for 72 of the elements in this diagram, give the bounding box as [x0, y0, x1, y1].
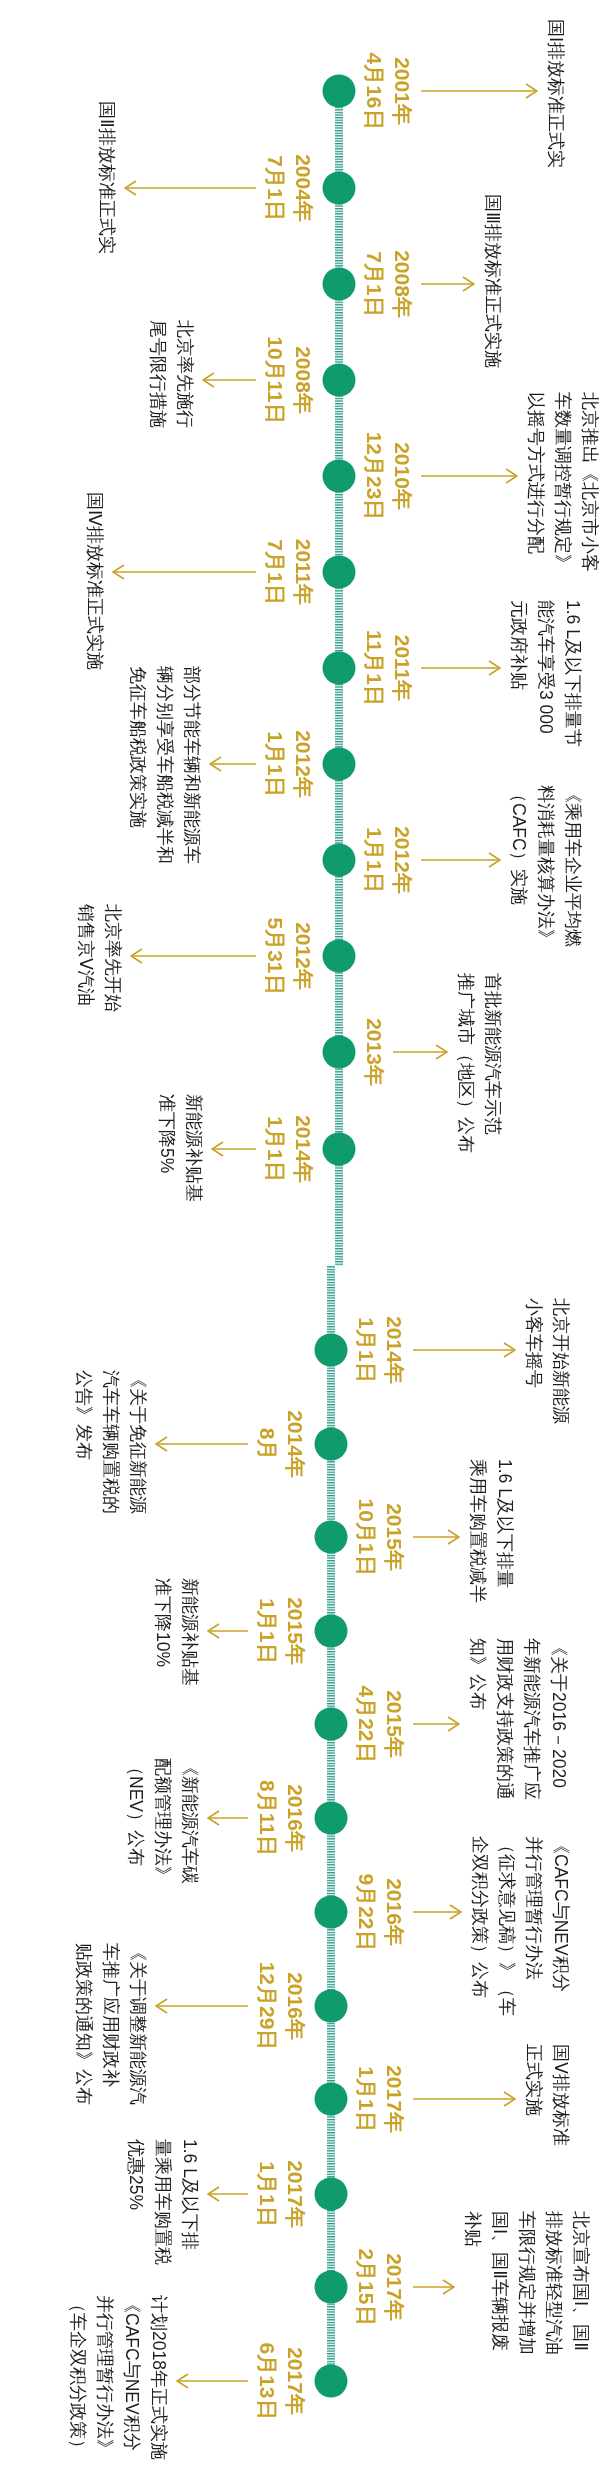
event-text: 部分节能车辆和新能源车辆分别享受车船税减半和免征车船税政策实施	[124, 666, 206, 864]
date-label: 2017年1月1日	[253, 2160, 310, 2228]
date-label: 2001年4月16日	[360, 52, 417, 130]
arrow	[420, 852, 501, 868]
date-label: 2017年1月1日	[352, 2065, 409, 2133]
date-label: 2008年10月11日	[261, 336, 318, 424]
date-label: 2012年1月1日	[360, 826, 417, 894]
event-text: 《CAFC与NEV积分并行管理暂行办法（征求意见稿）》（车企双积分政策）公布	[466, 1836, 575, 2016]
arrow	[155, 1998, 249, 2014]
event-text: 《新能源汽车碳配额管理办法》（NEV）公布	[122, 1758, 204, 1884]
event-text: 国Ⅱ排放标准正式实	[93, 101, 121, 254]
event-text: 新能源补贴基准下降5%	[153, 1094, 208, 1202]
arrow	[155, 1436, 249, 1452]
arrow	[420, 468, 518, 484]
event-text: 1.6 L及以下排量节能汽车享受3 000元政府补贴	[505, 600, 587, 747]
arrow	[130, 948, 257, 964]
arrow	[112, 564, 257, 580]
arrow	[412, 2091, 516, 2107]
event-text: 《关于2016－2020年新能源汽车推广应用财政支持政策的通知》公布	[464, 1638, 573, 1800]
event-text: 1.6 L及以下排量乘用车购置税减半	[464, 1459, 519, 1603]
event-text: 新能源补贴基准下降10%	[149, 1578, 204, 1686]
event-text: 北京宣布国Ⅰ、国Ⅱ排放标准轻型汽油车限行规定并增加国Ⅰ、国Ⅱ车辆报废补贴	[459, 2211, 595, 2355]
arrow	[420, 660, 501, 676]
event-text: 北京率先开始销售京Ⅴ汽油	[72, 904, 127, 1012]
date-label: 2011年11月1日	[360, 630, 417, 706]
date-label: 2016年8月11日	[253, 1780, 310, 1856]
date-label: 2014年1月1日	[352, 1316, 409, 1384]
date-label: 2011年7月1日	[261, 538, 318, 606]
date-label: 2015年1月1日	[253, 1597, 310, 1665]
event-text: 《乘用车企业平均燃料消耗量核算办法》（CAFC）实施	[505, 785, 587, 947]
arrow	[202, 372, 257, 388]
date-label: 2017年2月15日	[352, 2248, 409, 2326]
date-label: 2012年1月1日	[261, 730, 318, 798]
date-label: 2008年7月1日	[360, 250, 417, 318]
date-label: 2012年5月31日	[261, 917, 318, 995]
event-text: 1.6 L及以下排量乘用车购置税优惠25%	[122, 2139, 204, 2265]
arrow	[176, 2373, 249, 2389]
event-text: 北京推出《北京市小客车数量调控暂行规定》以摇号方式进行分配	[522, 392, 604, 572]
date-label: 2015年10月1日	[352, 1498, 409, 1576]
arrow	[412, 1716, 460, 1732]
event-text: 国Ⅲ排放标准正式实施	[479, 194, 507, 369]
event-text: 《关于免征新能源汽车车辆购置税的公告》发布	[70, 1370, 152, 1514]
event-text: 《关于调整新能源汽车推广应用财政补贴政策的通知》公布	[70, 1943, 152, 2105]
arrow	[420, 276, 475, 292]
date-label: 2017年6月13日	[253, 2342, 310, 2420]
date-label: 2004年7月1日	[261, 154, 318, 222]
event-text: 国Ⅳ排放标准正式实施	[81, 492, 109, 671]
date-label: 2014年1月1日	[261, 1115, 318, 1183]
event-text: 国Ⅰ排放标准正式实	[542, 19, 570, 169]
arrow	[209, 756, 257, 772]
arrow	[420, 83, 538, 99]
date-label: 2013年	[360, 1018, 389, 1086]
event-text: 计划2018年正式实施《CAFC与NEV积分并行管理暂行办法》（车企双积分政策）	[64, 2295, 173, 2460]
arrow	[207, 1810, 249, 1826]
date-label: 2014年8月	[253, 1410, 310, 1478]
event-text: 北京开始新能源小客车摇号	[520, 1298, 575, 1424]
date-label: 2015年4月22日	[352, 1685, 409, 1763]
date-label: 2016年12月29日	[253, 1961, 310, 2051]
event-text: 国Ⅴ排放标准正式实施	[520, 2044, 575, 2146]
event-text: 首批新能源汽车示范推广城市（地区）公布	[452, 973, 507, 1153]
arrow	[207, 2186, 249, 2202]
date-label: 2016年9月22日	[352, 1873, 409, 1951]
arrow	[412, 1529, 460, 1545]
arrow	[392, 1044, 448, 1060]
event-text: 北京率先施行尾号限行措施	[144, 320, 199, 428]
arrow	[412, 1342, 516, 1358]
arrow	[211, 1141, 257, 1157]
arrow	[207, 1623, 249, 1639]
arrow	[412, 1904, 462, 1920]
arrow	[124, 180, 257, 196]
date-label: 2010年12月23日	[360, 431, 417, 521]
arrow	[412, 2279, 455, 2295]
